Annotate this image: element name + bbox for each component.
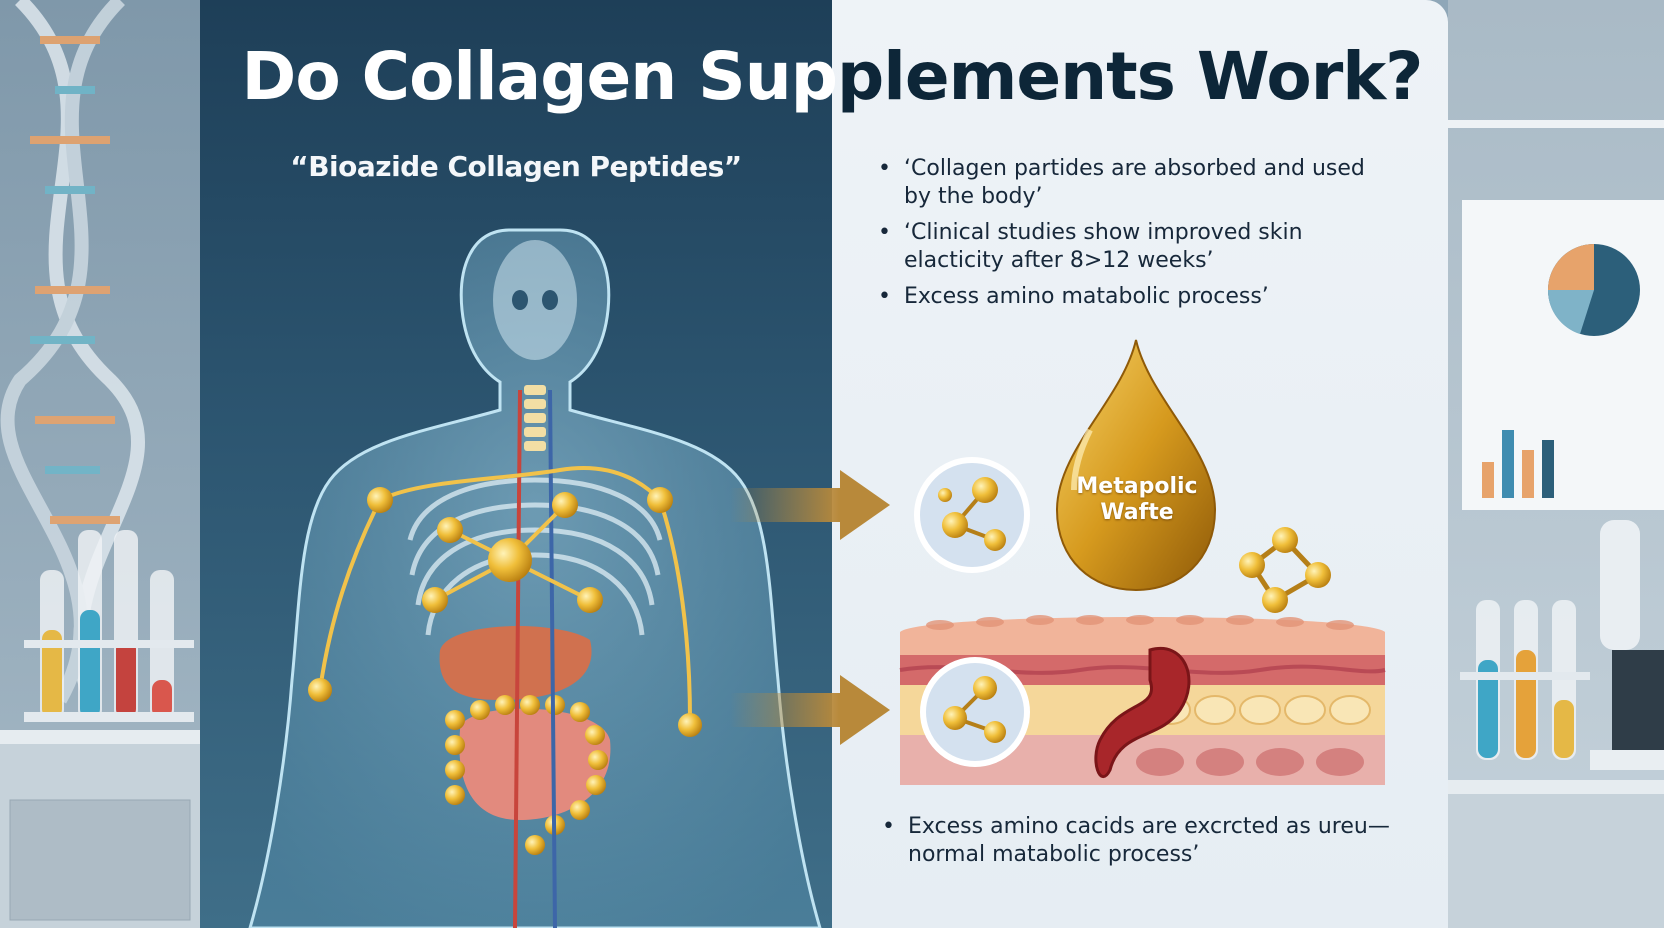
page-title-part2: plements Work? [836, 38, 1423, 115]
drop-label-line1: Metapolic [1076, 474, 1198, 499]
bottom-fact-list: Excess amino cacids are excrcted as ureu… [878, 813, 1398, 869]
page-title-part1: Do Collagen Sup [241, 38, 838, 115]
test-tubes-left [24, 530, 194, 722]
product-subtitle: “Bioazide Collagen Peptides” [290, 150, 742, 183]
facts-list: ‘Collagen partides are absorbed and used… [878, 155, 1398, 319]
right-panel [832, 0, 1448, 928]
drop-label-line2: Wafte [1100, 500, 1174, 525]
wall-bar-chart-illustration [1482, 430, 1554, 498]
wall-pie-chart-illustration [1547, 244, 1640, 336]
metabolic-waste-label: Metapolic Wafte [1062, 474, 1212, 526]
bottom-fact-item: Excess amino cacids are excrcted as ureu… [878, 813, 1398, 869]
page-title: Do Collagen Supplements Work? [0, 38, 1664, 115]
fact-item: ‘Collagen partides are absorbed and used… [878, 155, 1398, 211]
fact-item: ‘Clinical studies show improved skin ela… [878, 219, 1398, 275]
fact-item: Excess amino matabolic process’ [878, 283, 1398, 311]
left-panel [200, 0, 832, 928]
test-tubes-right [1460, 600, 1590, 760]
microscope-illustration [1590, 520, 1664, 770]
